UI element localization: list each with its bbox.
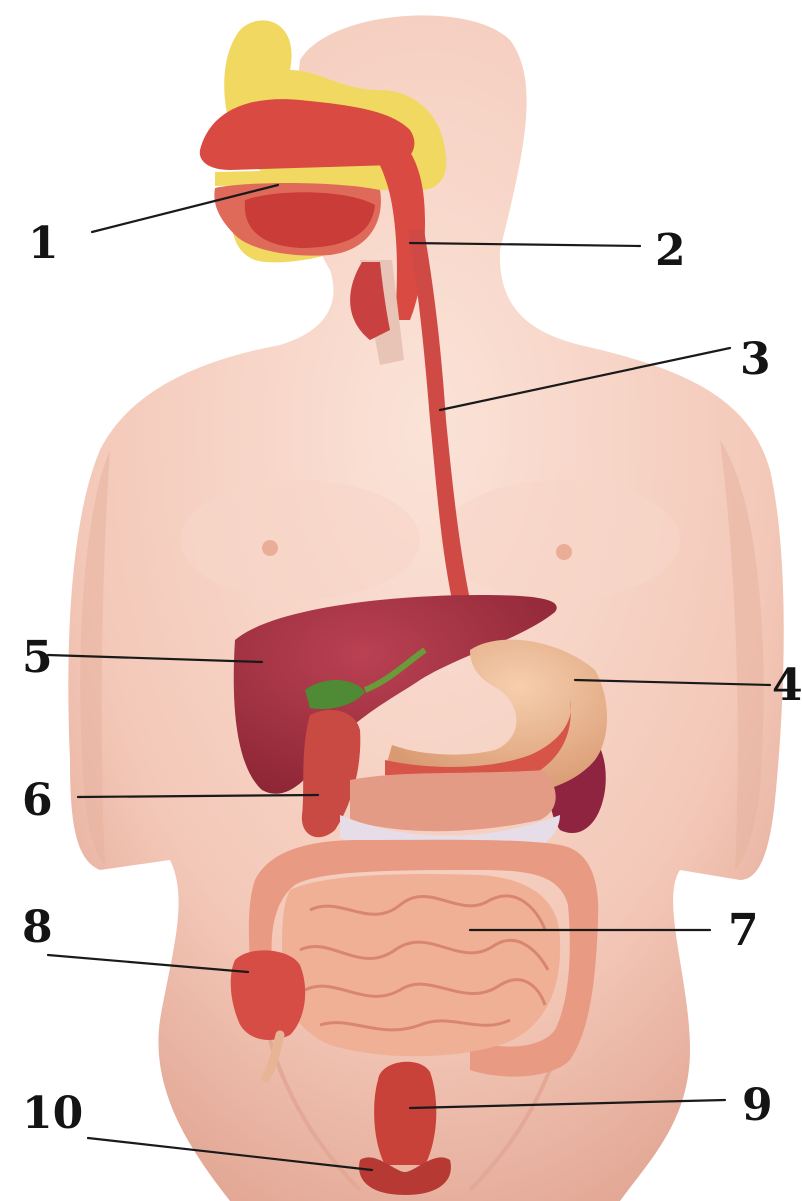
small-intestine — [282, 874, 560, 1056]
left-chest — [180, 480, 420, 600]
callout-8: 8 — [22, 902, 53, 953]
callout-4: 4 — [772, 660, 802, 711]
rectum — [374, 1062, 436, 1165]
callout-7: 7 — [728, 905, 759, 956]
right-chest — [440, 480, 680, 600]
callout-2: 2 — [655, 225, 686, 276]
callout-6: 6 — [22, 775, 53, 826]
callout-10: 10 — [22, 1088, 83, 1139]
left-nipple — [262, 540, 278, 556]
pancreas — [350, 770, 556, 831]
callout-9: 9 — [742, 1080, 773, 1131]
right-nipple — [556, 544, 572, 560]
callout-1: 1 — [28, 218, 59, 269]
cecum — [231, 950, 305, 1040]
callout-5: 5 — [22, 632, 53, 683]
callout-3: 3 — [740, 334, 771, 385]
